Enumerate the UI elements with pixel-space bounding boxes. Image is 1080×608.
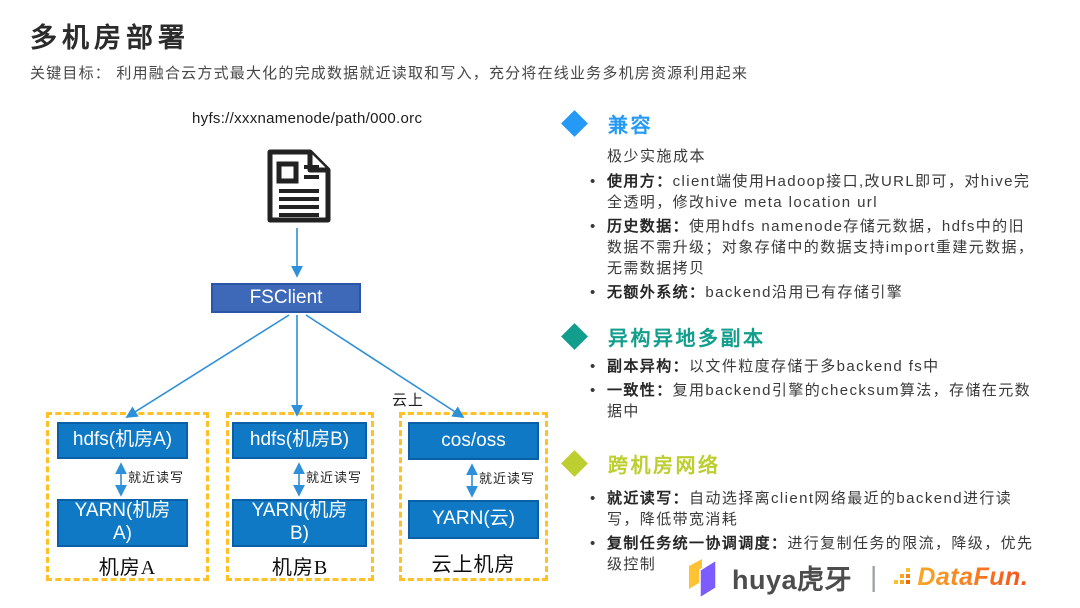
- bullet-item: • 一致性：复用backend引擎的checksum算法，存储在元数据中: [590, 380, 1055, 422]
- bullet-list: • 使用方：client端使用Hadoop接口,改URL即可，对hive完全透明…: [560, 171, 1055, 303]
- yarn-box-b: YARN(机房B): [232, 499, 367, 547]
- cos-oss-box: cos/oss: [408, 422, 539, 460]
- feature-column: 兼容 极少实施成本 • 使用方：client端使用Hadoop接口,改URL即可…: [560, 108, 1055, 590]
- bullet-term: 副本异构：: [607, 358, 690, 375]
- group-caption-cloud: 云上机房: [431, 554, 516, 576]
- bullet-body: 复用backend引擎的checksum算法，存储在元数据中: [607, 382, 1032, 420]
- bullet-term: 无额外系统：: [607, 284, 706, 301]
- bullet-body: client端使用Hadoop接口,改URL即可，对hive完全透明，修改hiv…: [607, 173, 1031, 211]
- hdfs-box-b: hdfs(机房B): [232, 422, 367, 459]
- section-intro: 极少实施成本: [607, 148, 707, 165]
- page-title: 多机房部署: [30, 23, 190, 53]
- diamond-bullet-icon: [561, 109, 588, 137]
- bullet-body: 使用hdfs namenode存储元数据，hdfs中的旧数据不需升级；对象存储中…: [607, 218, 1035, 277]
- page-subtitle: 关键目标： 利用融合云方式最大化的完成数据就近读取和写入，充分将在线业务多机房资…: [30, 65, 749, 82]
- bullet-text: 就近读写：自动选择离client网络最近的backend进行读写，降低带宽消耗: [607, 488, 1035, 530]
- bullet-text: 历史数据：使用hdfs namenode存储元数据，hdfs中的旧数据不需升级；…: [607, 216, 1035, 279]
- bullet-term: 复制任务统一协调调度：: [607, 535, 788, 552]
- section-header: 兼容: [560, 108, 1055, 138]
- datafun-dots-icon: [894, 568, 911, 584]
- section-title: 跨机房网络: [608, 454, 721, 477]
- section-title: 兼容: [608, 114, 653, 137]
- bullet-list: • 副本异构：以文件粒度存储于多backend fs中 • 一致性：复用back…: [560, 356, 1055, 422]
- bullet-text: 无额外系统：backend沿用已有存储引擎: [607, 282, 1035, 303]
- bullet-body: backend沿用已有存储引擎: [705, 284, 904, 301]
- bullet-term: 一致性：: [607, 382, 673, 399]
- section-header: 跨机房网络: [560, 448, 1055, 478]
- file-path-label: hyfs://xxxnamenode/path/000.orc: [192, 110, 423, 127]
- rw-arrow-label-a: 就近读写: [128, 470, 185, 485]
- bullet-list: • 就近读写：自动选择离client网络最近的backend进行读写，降低带宽消…: [560, 488, 1055, 575]
- bullet-body: 以文件粒度存储于多backend fs中: [689, 358, 940, 375]
- diamond-bullet-icon: [561, 322, 588, 350]
- section-title: 异构异地多副本: [608, 327, 766, 350]
- bullet-text: 一致性：复用backend引擎的checksum算法，存储在元数据中: [607, 380, 1035, 422]
- bullet-item: • 使用方：client端使用Hadoop接口,改URL即可，对hive完全透明…: [590, 171, 1055, 213]
- hdfs-box-a: hdfs(机房A): [57, 422, 188, 459]
- section-cross-dc-network: 跨机房网络 • 就近读写：自动选择离client网络最近的backend进行读写…: [560, 448, 1055, 575]
- bullet-text: 副本异构：以文件粒度存储于多backend fs中: [607, 356, 1035, 377]
- footer-logos: huya虎牙 | DataFun.: [688, 556, 1028, 598]
- huya-logo-text: huya虎牙: [732, 564, 853, 595]
- yarn-box-a: YARN(机房A): [57, 499, 188, 547]
- bullet-item: • 复制任务统一协调调度：进行复制任务的限流，降级，优先级控制: [590, 533, 1055, 575]
- bullet-body: 自动选择离client网络最近的backend进行读写，降低带宽消耗: [607, 490, 1013, 528]
- diamond-bullet-icon: [561, 449, 588, 477]
- group-caption-a: 机房A: [98, 557, 157, 579]
- bullet-text: 复制任务统一协调调度：进行复制任务的限流，降级，优先级控制: [607, 533, 1035, 575]
- bullet-dot: •: [590, 173, 596, 190]
- rw-arrow-label-b: 就近读写: [306, 470, 363, 485]
- section-multi-replica: 异构异地多副本 • 副本异构：以文件粒度存储于多backend fs中 • 一致…: [560, 321, 1055, 422]
- cloud-tag: 云上: [392, 393, 425, 409]
- bullet-term: 历史数据：: [607, 218, 690, 235]
- huya-logo-icon: [689, 558, 717, 598]
- bullet-dot: •: [590, 284, 596, 301]
- bullet-item: • 历史数据：使用hdfs namenode存储元数据，hdfs中的旧数据不需升…: [590, 216, 1055, 279]
- section-compatibility: 兼容 极少实施成本 • 使用方：client端使用Hadoop接口,改URL即可…: [560, 108, 1055, 303]
- yarn-box-cloud: YARN(云): [408, 500, 539, 539]
- bullet-text: 使用方：client端使用Hadoop接口,改URL即可，对hive完全透明，修…: [607, 171, 1035, 213]
- section-header: 异构异地多副本: [560, 321, 1055, 351]
- bullet-term: 就近读写：: [607, 490, 690, 507]
- document-icon: [267, 149, 331, 223]
- fsclient-box: FSClient: [211, 283, 361, 313]
- rw-arrow-label-cloud: 就近读写: [479, 471, 536, 486]
- bullet-dot: •: [590, 358, 596, 375]
- bullet-item: • 副本异构：以文件粒度存储于多backend fs中: [590, 356, 1055, 377]
- datafun-logo-text: DataFun.: [917, 562, 1029, 591]
- bullet-dot: •: [590, 490, 596, 507]
- bullet-dot: •: [590, 382, 596, 399]
- datacenter-group-cloud: [399, 412, 548, 581]
- logo-divider: |: [870, 561, 878, 592]
- bullet-body: 进行复制任务的限流，降级，优先级控制: [607, 535, 1034, 573]
- bullet-dot: •: [590, 218, 596, 235]
- bullet-dot: •: [590, 535, 596, 552]
- bullet-item: • 无额外系统：backend沿用已有存储引擎: [590, 282, 1055, 303]
- group-caption-b: 机房B: [271, 557, 329, 579]
- bullet-item: • 就近读写：自动选择离client网络最近的backend进行读写，降低带宽消…: [590, 488, 1055, 530]
- bullet-term: 使用方：: [607, 173, 673, 190]
